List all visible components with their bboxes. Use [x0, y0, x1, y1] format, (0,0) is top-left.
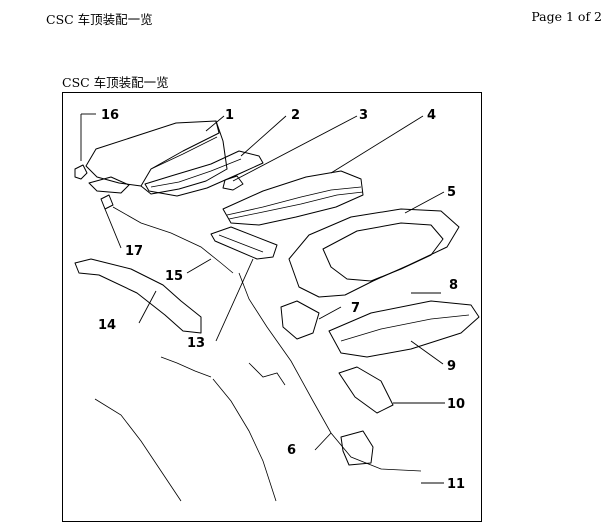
callout-15: 15: [165, 269, 183, 284]
callout-labels: 16 1 2 3 4 5 17 15 8 7 14 13 9 10 6 11: [98, 108, 465, 492]
part-roof-panel: [85, 120, 228, 195]
leader-lines: [80, 113, 445, 484]
callout-7: 7: [351, 301, 360, 316]
callout-16: 17: [125, 244, 143, 259]
part-cover-and-hinges: [280, 300, 480, 466]
part-hardtop-panel: [222, 170, 364, 226]
page-indicator: Page 1 of 2: [531, 9, 602, 24]
callout-3: 3: [359, 108, 368, 123]
callout-8: 8: [449, 278, 458, 293]
diagram-frame: 16 1 2 3 4 5 17 15 8 7 14 13 9 10 6 11: [62, 92, 482, 522]
callout-5: 5: [447, 185, 456, 200]
callout-4: 4: [427, 108, 436, 123]
callout-17: 16: [101, 108, 119, 123]
part-seal-frame: [144, 150, 264, 197]
part-clip: [222, 175, 244, 191]
roof-assembly-diagram: 16 1 2 3 4 5 17 15 8 7 14 13 9 10 6 11: [74, 108, 480, 502]
callout-9: 9: [447, 359, 456, 374]
document-title: CSC 车顶装配一览: [62, 75, 169, 90]
callout-10: 10: [447, 397, 465, 412]
callout-14: 14: [98, 318, 116, 333]
header-title: CSC 车顶装配一览: [46, 12, 153, 27]
callout-2: 2: [291, 108, 300, 123]
callout-13: 13: [187, 336, 205, 351]
part-trim: [74, 258, 202, 334]
callout-6: 6: [287, 443, 296, 458]
cable-harness: [94, 272, 422, 502]
callout-11: 11: [447, 477, 465, 492]
part-bracket: [210, 226, 278, 260]
callout-1: 1: [225, 108, 234, 123]
part-rear-window-frame: [288, 208, 460, 298]
part-small-pieces: [74, 164, 234, 274]
